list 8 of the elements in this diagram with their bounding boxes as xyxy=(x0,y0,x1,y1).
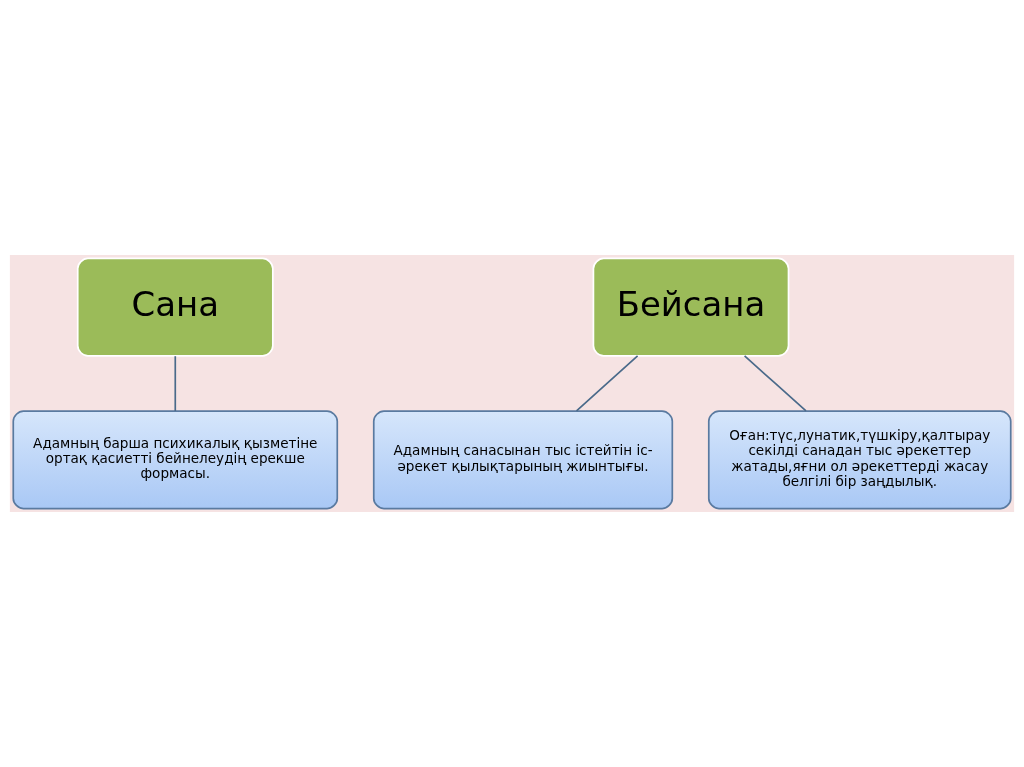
connector xyxy=(743,355,807,412)
node-box: Сана xyxy=(76,257,274,357)
connector xyxy=(575,355,639,412)
node-box: Бейсана xyxy=(592,257,790,357)
connector xyxy=(174,355,177,412)
node-box: Адамның санасынан тыс істейтін іс-әрекет қылықтарының жиынтығы. xyxy=(372,410,674,510)
node-box: Адамның барша психикалық қызметіне ортақ қасиетті бейнелеудің ерекше формасы. xyxy=(12,410,339,510)
node-box: Оған:түс,лунатик,түшкіру,қалтырау секілді санадан тыс әрекеттер жатады,яғни ол әрекеттерді жасау белгілі бір заңдылық. xyxy=(707,410,1012,510)
